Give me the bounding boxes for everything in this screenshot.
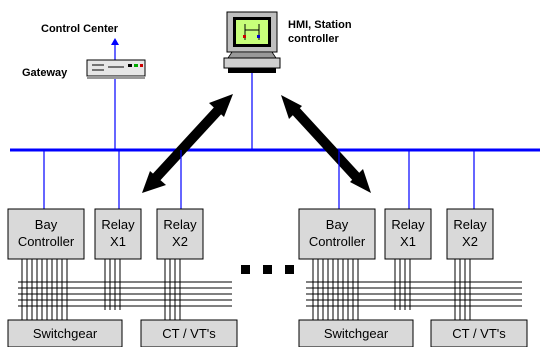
- hmi-label-line2: controller: [288, 33, 339, 45]
- right-relay2-label-1: Relay: [453, 217, 487, 232]
- left-bay-label-2: Controller: [18, 234, 75, 249]
- right-double-arrow: [281, 95, 371, 193]
- left-relay2-label-2: X2: [172, 234, 188, 249]
- hmi-computer-icon: [223, 11, 281, 73]
- right-relay-x2-box: [446, 208, 494, 260]
- hmi-label-line1: HMI, Station: [288, 19, 352, 31]
- right-switchgear-box: [298, 319, 414, 347]
- control-center-label: Control Center: [41, 23, 119, 35]
- left-relay-x1-box: [94, 208, 142, 260]
- left-wiring-grid: [18, 259, 232, 320]
- gateway-label: Gateway: [22, 67, 68, 79]
- left-bay-controller-box: [7, 208, 85, 260]
- right-bay-label-1: Bay: [326, 217, 349, 232]
- left-bay-label-1: Bay: [35, 217, 58, 232]
- left-relay1-label-1: Relay: [101, 217, 135, 232]
- left-relay-x2-box: [156, 208, 204, 260]
- right-wiring-grid: [306, 259, 522, 320]
- right-relay1-label-1: Relay: [391, 217, 425, 232]
- right-switchgear-label: Switchgear: [324, 326, 389, 341]
- left-ctvt-label: CT / VT's: [162, 326, 216, 341]
- right-relay1-label-2: X1: [400, 234, 416, 249]
- right-bay-label-2: Controller: [309, 234, 366, 249]
- right-ctvt-box: [430, 319, 528, 347]
- right-relay-x1-box: [384, 208, 432, 260]
- right-bay-controller-box: [298, 208, 376, 260]
- left-switchgear-box: [7, 319, 123, 347]
- right-relay2-label-2: X2: [462, 234, 478, 249]
- left-ctvt-box: [140, 319, 238, 347]
- left-switchgear-label: Switchgear: [33, 326, 98, 341]
- left-relay1-label-2: X1: [110, 234, 126, 249]
- right-ctvt-label: CT / VT's: [452, 326, 506, 341]
- left-double-arrow: [142, 94, 233, 193]
- gateway-icon: [86, 59, 146, 79]
- left-relay2-label-1: Relay: [163, 217, 197, 232]
- uplink-arrowhead: [111, 38, 119, 45]
- continuation-dots: [241, 265, 294, 274]
